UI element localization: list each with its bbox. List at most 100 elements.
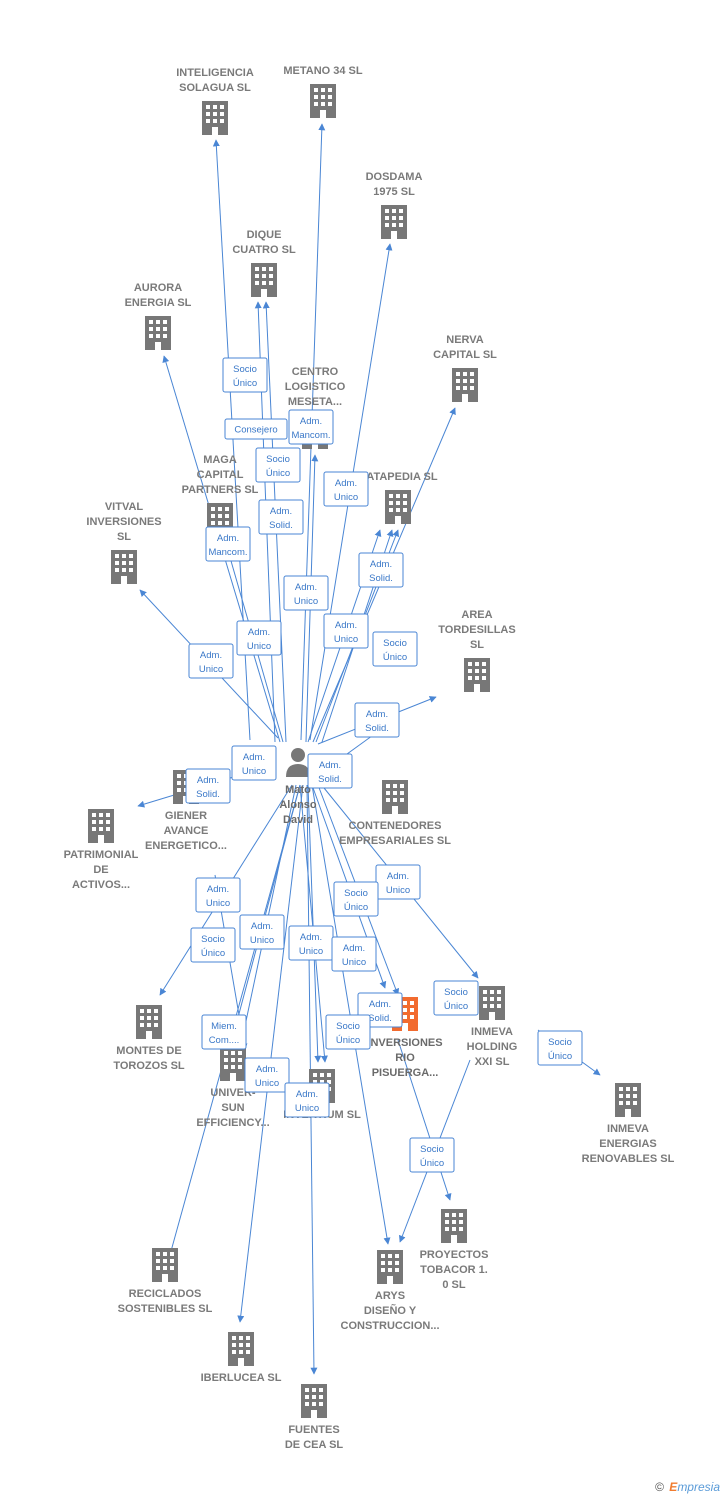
relation-badge-label: Adm.Mancom. <box>208 533 247 558</box>
edges-layer <box>137 123 601 1375</box>
relation-badge[interactable]: Adm.Unico <box>195 877 241 913</box>
relation-badge[interactable]: Adm.Solid. <box>354 702 400 738</box>
relation-badge[interactable]: Adm.Solid. <box>258 499 304 535</box>
relation-badge[interactable]: Adm.Unico <box>284 1082 330 1118</box>
relationship-edge <box>299 784 328 1063</box>
relation-badge-box <box>195 877 241 913</box>
relation-badge[interactable]: Adm.Unico <box>375 864 421 900</box>
relation-badge[interactable]: Adm.Unico <box>239 914 285 950</box>
relation-badge[interactable]: Adm.Solid. <box>185 768 231 804</box>
relation-badge[interactable]: Adm.Mancom. <box>205 526 251 562</box>
relation-badge-box <box>284 1082 330 1118</box>
relation-badge[interactable]: Adm.Mancom. <box>288 409 334 445</box>
relation-badge[interactable]: Adm.Unico <box>323 613 369 649</box>
relation-badge-label: Adm.Unico <box>250 921 274 946</box>
relation-badge[interactable]: Adm.Unico <box>288 925 334 961</box>
company-node-metano[interactable]: METANO 34 SL <box>283 65 363 118</box>
relation-badge-box <box>323 613 369 649</box>
company-node-iberlucea[interactable]: IBERLUCEA SL <box>201 1332 282 1384</box>
building-icon <box>381 205 407 239</box>
relation-badge[interactable]: Adm.Solid. <box>358 552 404 588</box>
relation-badge-label: Adm.Unico <box>242 752 266 777</box>
relationship-edge <box>230 784 301 1041</box>
relation-badge-box <box>433 980 479 1016</box>
relation-badge-box <box>244 1057 290 1093</box>
relation-badge[interactable]: Adm.Unico <box>231 745 277 781</box>
building-icon <box>88 809 114 843</box>
relation-badge[interactable]: Adm.Unico <box>323 471 369 507</box>
relation-badge-label: Adm.Solid. <box>365 709 389 734</box>
building-icon <box>152 1248 178 1282</box>
relation-badge-label: Adm.Unico <box>294 582 318 607</box>
relation-badge[interactable]: Adm.Unico <box>188 643 234 679</box>
relation-badge[interactable]: Adm.Unico <box>244 1057 290 1093</box>
relation-badge[interactable]: Adm.Unico <box>283 575 329 611</box>
relation-badge-box <box>323 471 369 507</box>
relation-badge-box <box>255 447 301 483</box>
relation-badge-box <box>354 702 400 738</box>
relation-badge-box <box>372 631 418 667</box>
relation-badge-box <box>222 357 268 393</box>
person-icon <box>291 748 305 762</box>
relation-badge[interactable]: Adm.Unico <box>331 936 377 972</box>
person-icon-body <box>286 764 310 777</box>
relationship-edge <box>239 784 297 1041</box>
relation-badge-box <box>358 552 404 588</box>
relation-badge-box <box>333 881 379 917</box>
relation-badge[interactable]: Adm.Solid. <box>307 753 353 789</box>
company-node-catapedia[interactable]: CATAPEDIA SL <box>358 471 438 524</box>
relation-badge[interactable]: Adm.Unico <box>236 620 282 656</box>
relation-badge[interactable]: Miem.Com.... <box>201 1014 247 1050</box>
building-icon <box>464 658 490 692</box>
relation-badge[interactable]: Consejero <box>224 418 288 440</box>
